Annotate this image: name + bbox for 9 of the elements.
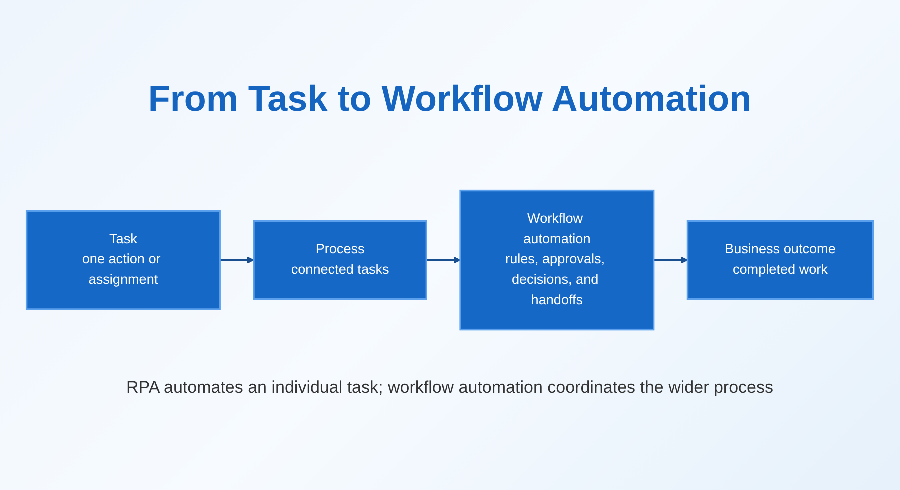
title: From Task to Workflow Automation [148,78,752,120]
node-box: Process connected tasks [253,220,428,300]
arrow [654,256,688,264]
arrow [426,256,461,264]
node-box: Business outcome completed work [686,220,874,300]
node-box: Task one action or assignment [26,210,221,310]
node-box: Workflow automation rules, approvals, decisions, and handoffs [460,190,655,330]
caption: RPA automates an individual task; workflow automation coordinates the wider process [126,378,774,398]
arrow [220,256,254,264]
